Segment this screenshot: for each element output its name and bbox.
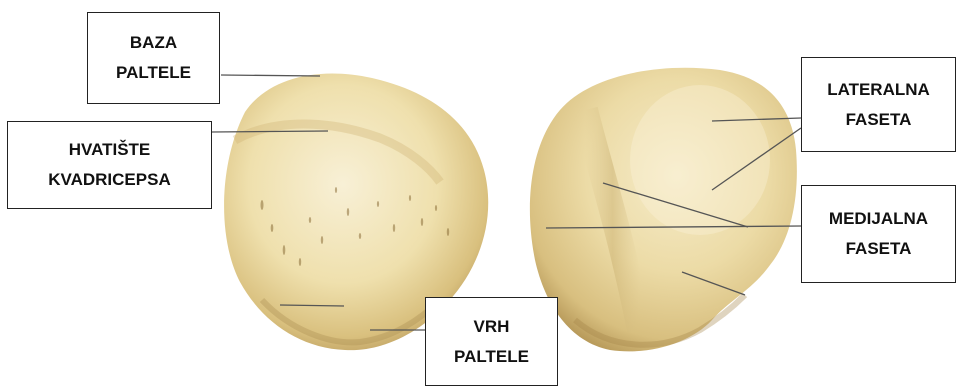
label-medijalna-faseta: MEDIJALNA FASETA: [801, 185, 956, 283]
leader-baza: [221, 75, 320, 76]
label-lateralna-line1: LATERALNA: [827, 75, 930, 105]
label-vrh-line1: VRH: [474, 312, 510, 342]
label-baza-line2: PALTELE: [116, 58, 191, 88]
label-vrh-line2: PALTELE: [454, 342, 529, 372]
label-hvatiste-kvadricepsa: HVATIŠTE KVADRICEPSA: [7, 121, 212, 209]
label-baza-paltele: BAZA PALTELE: [87, 12, 220, 104]
label-medijalna-line2: FASETA: [846, 234, 912, 264]
label-lateralna-faseta: LATERALNA FASETA: [801, 57, 956, 152]
posterior-patella: [530, 68, 797, 352]
label-lateralna-line2: FASETA: [846, 105, 912, 135]
label-vrh-paltele: VRH PALTELE: [425, 297, 558, 386]
label-hvatiste-line1: HVATIŠTE: [69, 135, 151, 165]
label-medijalna-line1: MEDIJALNA: [829, 204, 928, 234]
label-baza-line1: BAZA: [130, 28, 177, 58]
label-hvatiste-line2: KVADRICEPSA: [48, 165, 170, 195]
